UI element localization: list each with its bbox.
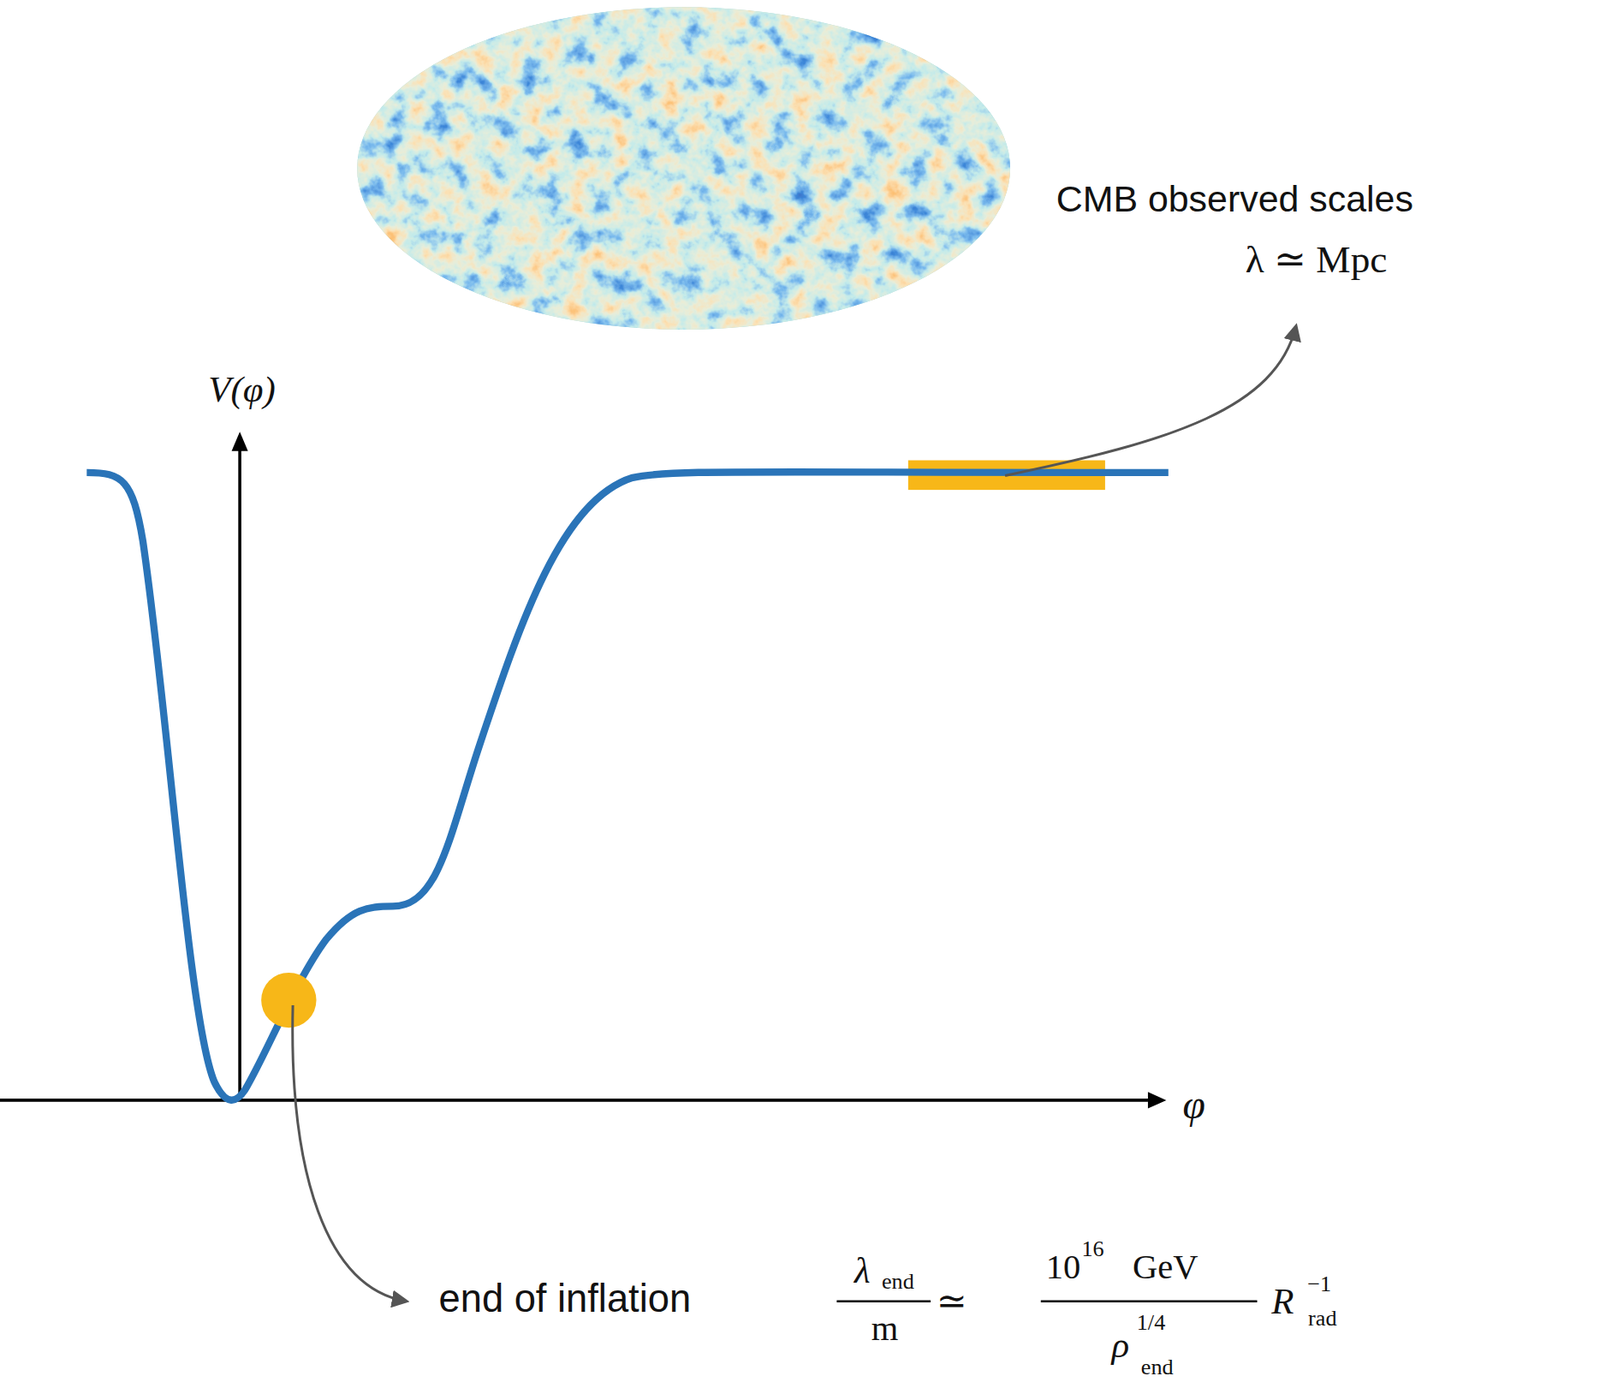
math-symbol: R bbox=[1271, 1282, 1294, 1320]
math-superscript: 16 bbox=[1082, 1237, 1105, 1261]
leader-arrow bbox=[292, 1005, 407, 1302]
axis-arrowhead bbox=[231, 431, 249, 452]
leader-arrow bbox=[1005, 326, 1297, 476]
math-symbol: m bbox=[871, 1311, 899, 1347]
caption-text: CMB observed scales bbox=[1056, 180, 1414, 218]
axis-label: φ bbox=[1182, 1083, 1205, 1125]
caption-text: end of inflation bbox=[439, 1279, 692, 1319]
scale-label: λ ≃ Mpc bbox=[1245, 240, 1388, 280]
math-superscript: −1 bbox=[1307, 1272, 1332, 1295]
v-axis bbox=[237, 448, 242, 1100]
fraction-bar bbox=[1040, 1299, 1258, 1302]
fraction-bar bbox=[836, 1299, 931, 1302]
math-symbol: GeV bbox=[1132, 1249, 1198, 1285]
end-dot bbox=[261, 972, 316, 1028]
math-symbol: 10 bbox=[1046, 1249, 1082, 1285]
math-symbol: λ bbox=[854, 1252, 871, 1290]
math-subscript: rad bbox=[1308, 1307, 1337, 1330]
math-superscript: 1/4 bbox=[1136, 1311, 1166, 1334]
axis-arrowhead bbox=[1147, 1091, 1166, 1108]
axis-label: V(φ) bbox=[208, 371, 276, 409]
math-symbol: ρ bbox=[1112, 1326, 1131, 1364]
math-symbol: ≃ bbox=[936, 1282, 968, 1320]
math-subscript: end bbox=[881, 1270, 915, 1293]
potential-curve bbox=[86, 471, 1168, 1101]
phi-axis bbox=[0, 1098, 1148, 1102]
math-subscript: end bbox=[1141, 1356, 1174, 1379]
cmb-map bbox=[346, 0, 1021, 337]
